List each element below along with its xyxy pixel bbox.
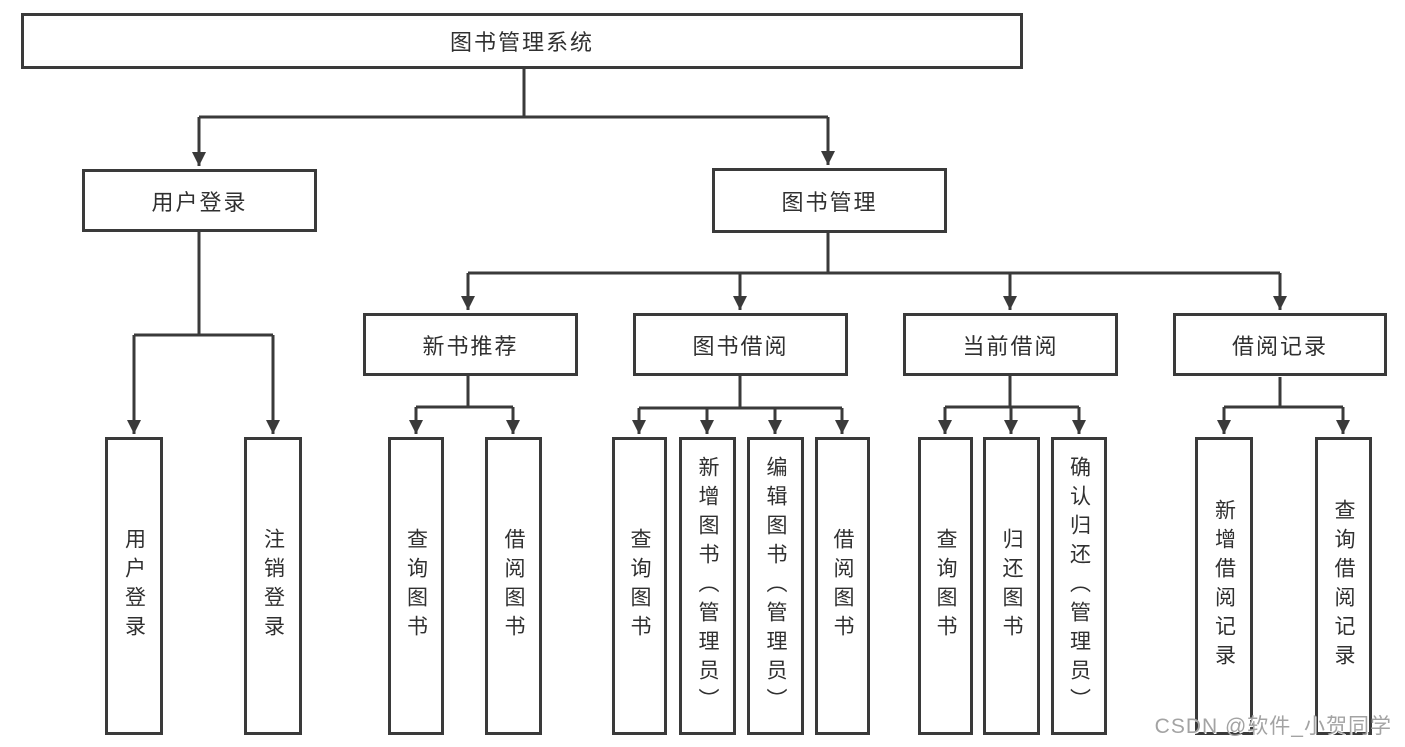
leaf-logout: 注销登录: [244, 437, 302, 735]
node-book-management: 图书管理: [712, 168, 947, 233]
leaf-return-books: 归还图书: [983, 437, 1040, 735]
leaf-query-borrow-record: 查询借阅记录: [1315, 437, 1372, 735]
leaf-query-books-1: 查询图书: [388, 437, 444, 735]
node-book-borrow: 图书借阅: [633, 313, 848, 376]
leaf-borrow-books-2: 借阅图书: [815, 437, 870, 735]
leaf-edit-books-admin: 编辑图书（管理员）: [747, 437, 804, 735]
leaf-confirm-return-admin: 确认归还（管理员）: [1051, 437, 1107, 735]
leaf-add-books-admin: 新增图书（管理员）: [679, 437, 736, 735]
node-current-borrow: 当前借阅: [903, 313, 1118, 376]
leaf-query-books-3: 查询图书: [918, 437, 973, 735]
node-new-book-recommend: 新书推荐: [363, 313, 578, 376]
node-root: 图书管理系统: [21, 13, 1023, 69]
leaf-add-borrow-record: 新增借阅记录: [1195, 437, 1253, 735]
node-user-login: 用户登录: [82, 169, 317, 232]
node-borrow-records: 借阅记录: [1173, 313, 1387, 376]
leaf-borrow-books-1: 借阅图书: [485, 437, 542, 735]
csdn-watermark: CSDN @软件_小贺同学: [1154, 715, 1392, 738]
leaf-user-login: 用户登录: [105, 437, 163, 735]
leaf-query-books-2: 查询图书: [612, 437, 667, 735]
